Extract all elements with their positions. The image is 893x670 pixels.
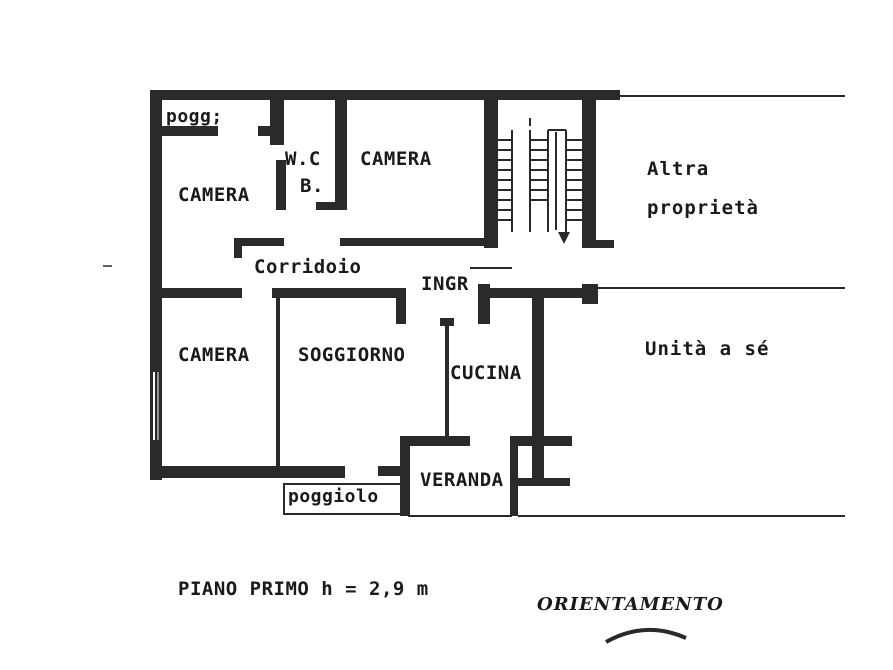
compass-arc — [605, 628, 687, 644]
label-altra: Altra — [647, 158, 710, 180]
wall — [518, 478, 570, 486]
wall — [162, 126, 218, 136]
wall — [272, 288, 402, 298]
label-cucina: CUCINA — [450, 362, 522, 384]
label-camera-top-left: CAMERA — [178, 184, 250, 206]
wall — [484, 100, 498, 248]
label-veranda: VERANDA — [420, 469, 504, 491]
wall — [510, 446, 518, 516]
wall — [238, 238, 284, 246]
wall — [335, 100, 347, 210]
wall — [162, 288, 240, 298]
staircase — [498, 118, 582, 232]
wall — [150, 466, 345, 478]
label-soggiorno: SOGGIORNO — [298, 344, 406, 366]
wall — [232, 288, 242, 298]
label-proprieta: proprietà — [647, 197, 759, 219]
wall — [378, 466, 408, 476]
poggiolo-outline — [283, 483, 409, 515]
wall — [582, 284, 598, 304]
label-pogg: pogg; — [166, 106, 223, 127]
wall — [590, 240, 614, 248]
wall — [582, 90, 596, 248]
wall — [478, 284, 490, 324]
label-unita-a-se: Unità a sé — [645, 338, 770, 360]
wall — [150, 90, 620, 100]
orientation-label: ORIENTAMENTO — [537, 594, 724, 615]
wall — [400, 436, 410, 516]
wall — [510, 436, 572, 446]
wall — [276, 298, 280, 468]
label-poggiolo: poggiolo — [288, 486, 379, 507]
wall — [270, 100, 284, 145]
wall — [400, 436, 470, 446]
wall — [445, 320, 449, 438]
wall — [340, 238, 488, 246]
wall — [532, 298, 544, 484]
label-corridoio: Corridoio — [254, 256, 362, 278]
label-wc-b: B. — [300, 175, 324, 197]
label-wc: W.C — [285, 148, 321, 170]
wall — [276, 160, 286, 210]
wall — [440, 318, 454, 326]
wall — [316, 202, 347, 210]
stair-arrow-icon — [558, 232, 570, 244]
wall — [234, 238, 242, 258]
wall — [150, 90, 162, 480]
wall — [396, 288, 406, 324]
label-ingresso: INGR — [421, 273, 469, 295]
plan-title: PIANO PRIMO h = 2,9 m — [178, 578, 429, 600]
wall — [490, 288, 598, 298]
label-camera-top-mid: CAMERA — [360, 148, 432, 170]
label-camera-bottom-left: CAMERA — [178, 344, 250, 366]
